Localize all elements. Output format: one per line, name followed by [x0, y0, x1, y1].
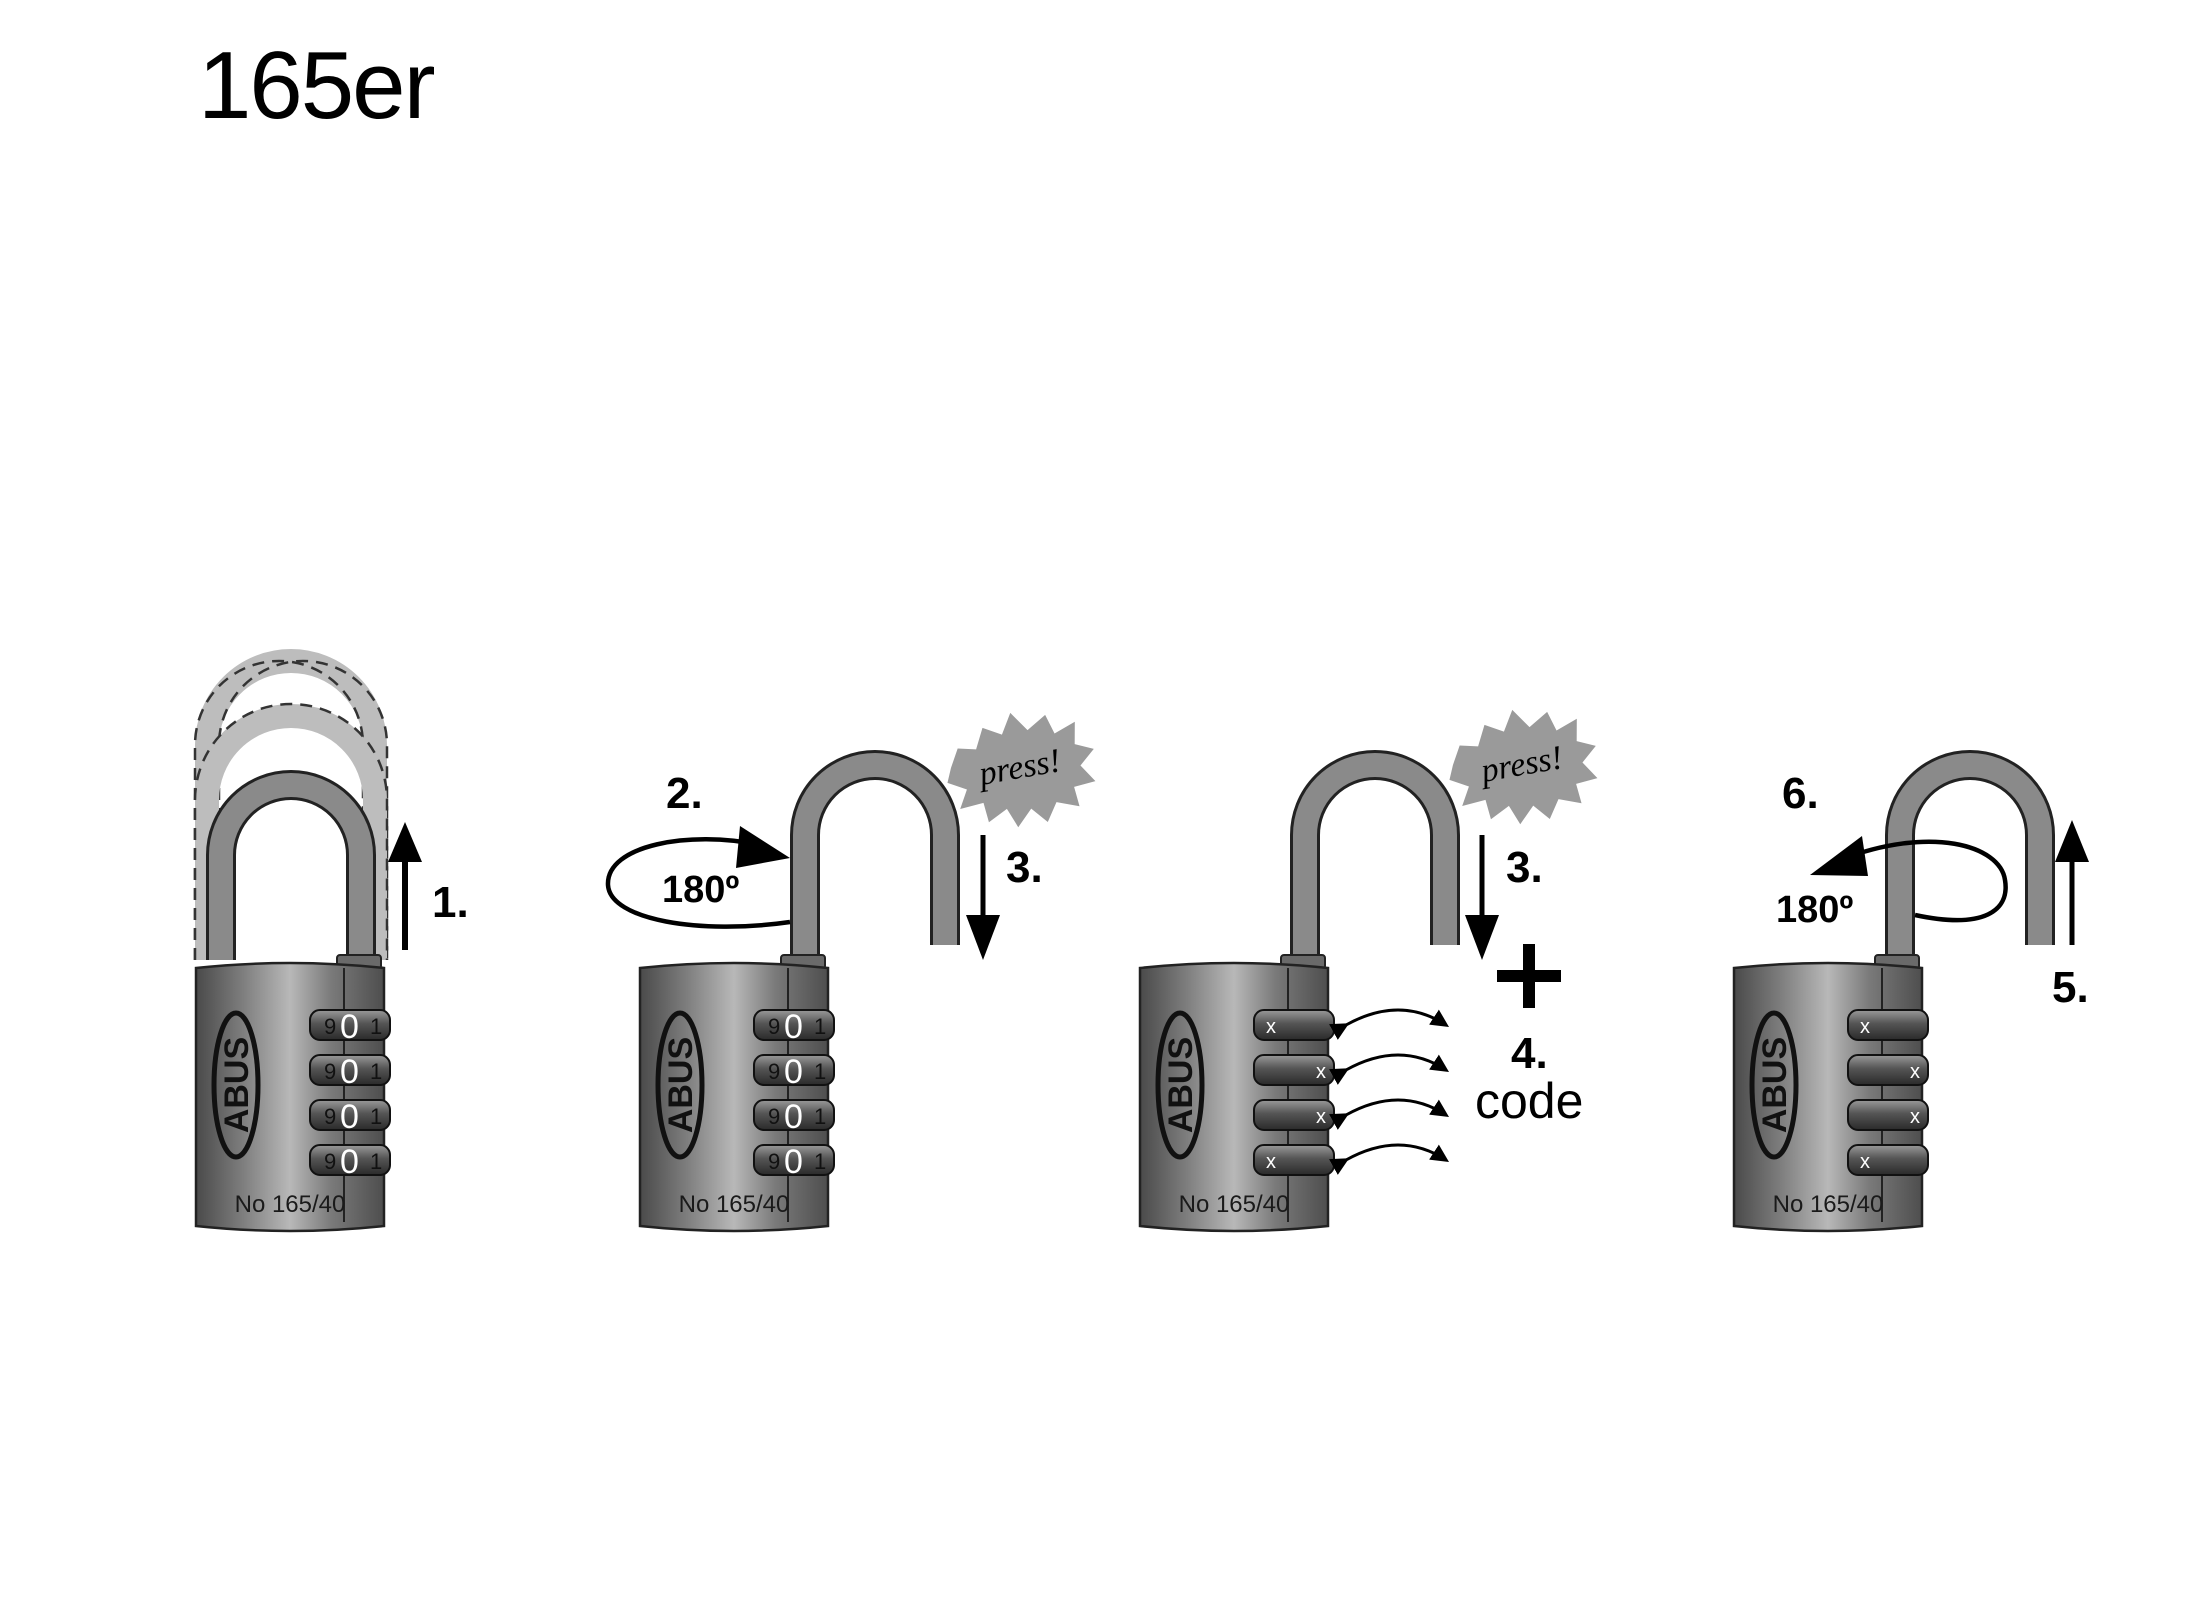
brand-logo [1749, 1010, 1799, 1160]
dial-digit-left: 9 [324, 1014, 336, 1039]
dial-stack: 9 0 1 9 0 1 9 0 1 9 [309, 1008, 391, 1181]
dial-digit-right: 1 [370, 1014, 382, 1039]
ghost-shackle-upper [195, 649, 387, 960]
lock-body: ABUS 9 0 1 9 0 1 9 0 [194, 954, 391, 1233]
brand-text: ABUS [662, 1037, 700, 1133]
dial-digit-center: 0 [340, 1008, 359, 1046]
dial: 9 0 1 [753, 1098, 835, 1136]
code-label: code [1475, 1073, 1583, 1129]
dial: x [1253, 1144, 1335, 1176]
svg-text:1: 1 [370, 1059, 382, 1084]
dial: 9 0 1 [309, 1143, 391, 1181]
brand-logo [211, 1010, 261, 1160]
lock-body: ABUS x x x x No 165/40 [1732, 954, 1929, 1233]
dial-code-mark: x [1266, 1016, 1276, 1038]
dial-code-mark: x [1316, 1061, 1326, 1083]
model-number: No 165/40 [1179, 1191, 1290, 1218]
brand-logo [1155, 1010, 1205, 1160]
dial: 9 0 1 [309, 1053, 391, 1091]
model-number: No 165/40 [235, 1191, 346, 1218]
svg-text:0: 0 [784, 1143, 803, 1181]
step-4-label: 4. [1511, 1029, 1548, 1078]
brand-text: ABUS [1756, 1037, 1794, 1133]
panel-2: 180º 2. press! 3. ABUS 9 0 1 [605, 712, 1096, 1233]
step-3-label: 3. [1506, 843, 1543, 892]
press-starburst: press! [947, 712, 1096, 828]
page-title: 165er [198, 32, 436, 139]
dial-rotation-arrows [1329, 1008, 1450, 1175]
step-3-label: 3. [1006, 843, 1043, 892]
step-5-label: 5. [2052, 963, 2089, 1012]
brand-logo [655, 1010, 705, 1160]
brand-text: ABUS [1162, 1037, 1200, 1133]
step-1-label: 1. [432, 878, 469, 927]
svg-text:0: 0 [340, 1053, 359, 1091]
press-starburst: press! [1449, 709, 1598, 825]
svg-text:0: 0 [784, 1008, 803, 1046]
svg-text:0: 0 [784, 1098, 803, 1136]
panel-3: press! 3. 4. code ABUS x [1138, 709, 1598, 1233]
dial-stack: x x x x [1847, 1009, 1929, 1176]
model-number: No 165/40 [679, 1191, 790, 1218]
svg-text:1: 1 [814, 1059, 826, 1084]
svg-text:1: 1 [370, 1104, 382, 1129]
plus-icon [1497, 944, 1561, 1008]
dial-stack: x x x x [1253, 1009, 1335, 1176]
rotation-arrow [1839, 839, 2008, 923]
dial-code-mark: x [1860, 1151, 1870, 1173]
model-number: No 165/40 [1773, 1191, 1884, 1218]
panel-1: ABUS 9 0 1 9 0 1 9 0 [193, 649, 469, 1233]
step-2-label: 2. [666, 769, 703, 818]
svg-text:1: 1 [814, 1104, 826, 1129]
angle-label: 180º [662, 869, 739, 911]
dial: 9 0 1 [753, 1053, 835, 1091]
svg-text:1: 1 [814, 1149, 826, 1174]
dial: x [1847, 1144, 1929, 1176]
dial: x [1253, 1054, 1335, 1086]
svg-text:9: 9 [324, 1149, 336, 1174]
svg-text:1: 1 [814, 1014, 826, 1039]
lock-body: ABUS 9 0 1 9 0 1 9 0 1 [638, 954, 835, 1233]
dial: x [1847, 1054, 1929, 1086]
svg-text:9: 9 [324, 1059, 336, 1084]
ghost-shackle-middle [195, 704, 387, 960]
svg-text:0: 0 [340, 1098, 359, 1136]
dial: 9 0 1 [753, 1008, 835, 1046]
dial: x [1253, 1099, 1335, 1131]
svg-text:9: 9 [768, 1014, 780, 1039]
dial: x [1847, 1099, 1929, 1131]
dial-code-mark: x [1860, 1016, 1870, 1038]
svg-text:1: 1 [370, 1149, 382, 1174]
dial: 9 0 1 [753, 1143, 835, 1181]
brand-text: ABUS [218, 1037, 256, 1133]
svg-text:0: 0 [784, 1053, 803, 1091]
step-6-label: 6. [1782, 769, 1819, 818]
svg-text:0: 0 [340, 1143, 359, 1181]
svg-text:9: 9 [768, 1104, 780, 1129]
dial-code-mark: x [1316, 1106, 1326, 1128]
dial-code-mark: x [1266, 1151, 1276, 1173]
lock-body: ABUS x x x x No 165/40 [1138, 954, 1335, 1233]
angle-label: 180º [1776, 889, 1853, 931]
dial: x [1253, 1009, 1335, 1041]
dial-stack: 9 0 1 9 0 1 9 0 1 9 [753, 1008, 835, 1181]
rotation-arrow [605, 837, 791, 929]
dial-code-mark: x [1910, 1106, 1920, 1128]
svg-text:9: 9 [768, 1059, 780, 1084]
dial: 9 0 1 [309, 1008, 391, 1046]
panel-4: 180º 6. 5. ABUS x x [1732, 750, 2089, 1233]
svg-text:9: 9 [324, 1104, 336, 1129]
dial: 9 0 1 [309, 1098, 391, 1136]
dial: x [1847, 1009, 1929, 1041]
dial-code-mark: x [1910, 1061, 1920, 1083]
svg-text:9: 9 [768, 1149, 780, 1174]
